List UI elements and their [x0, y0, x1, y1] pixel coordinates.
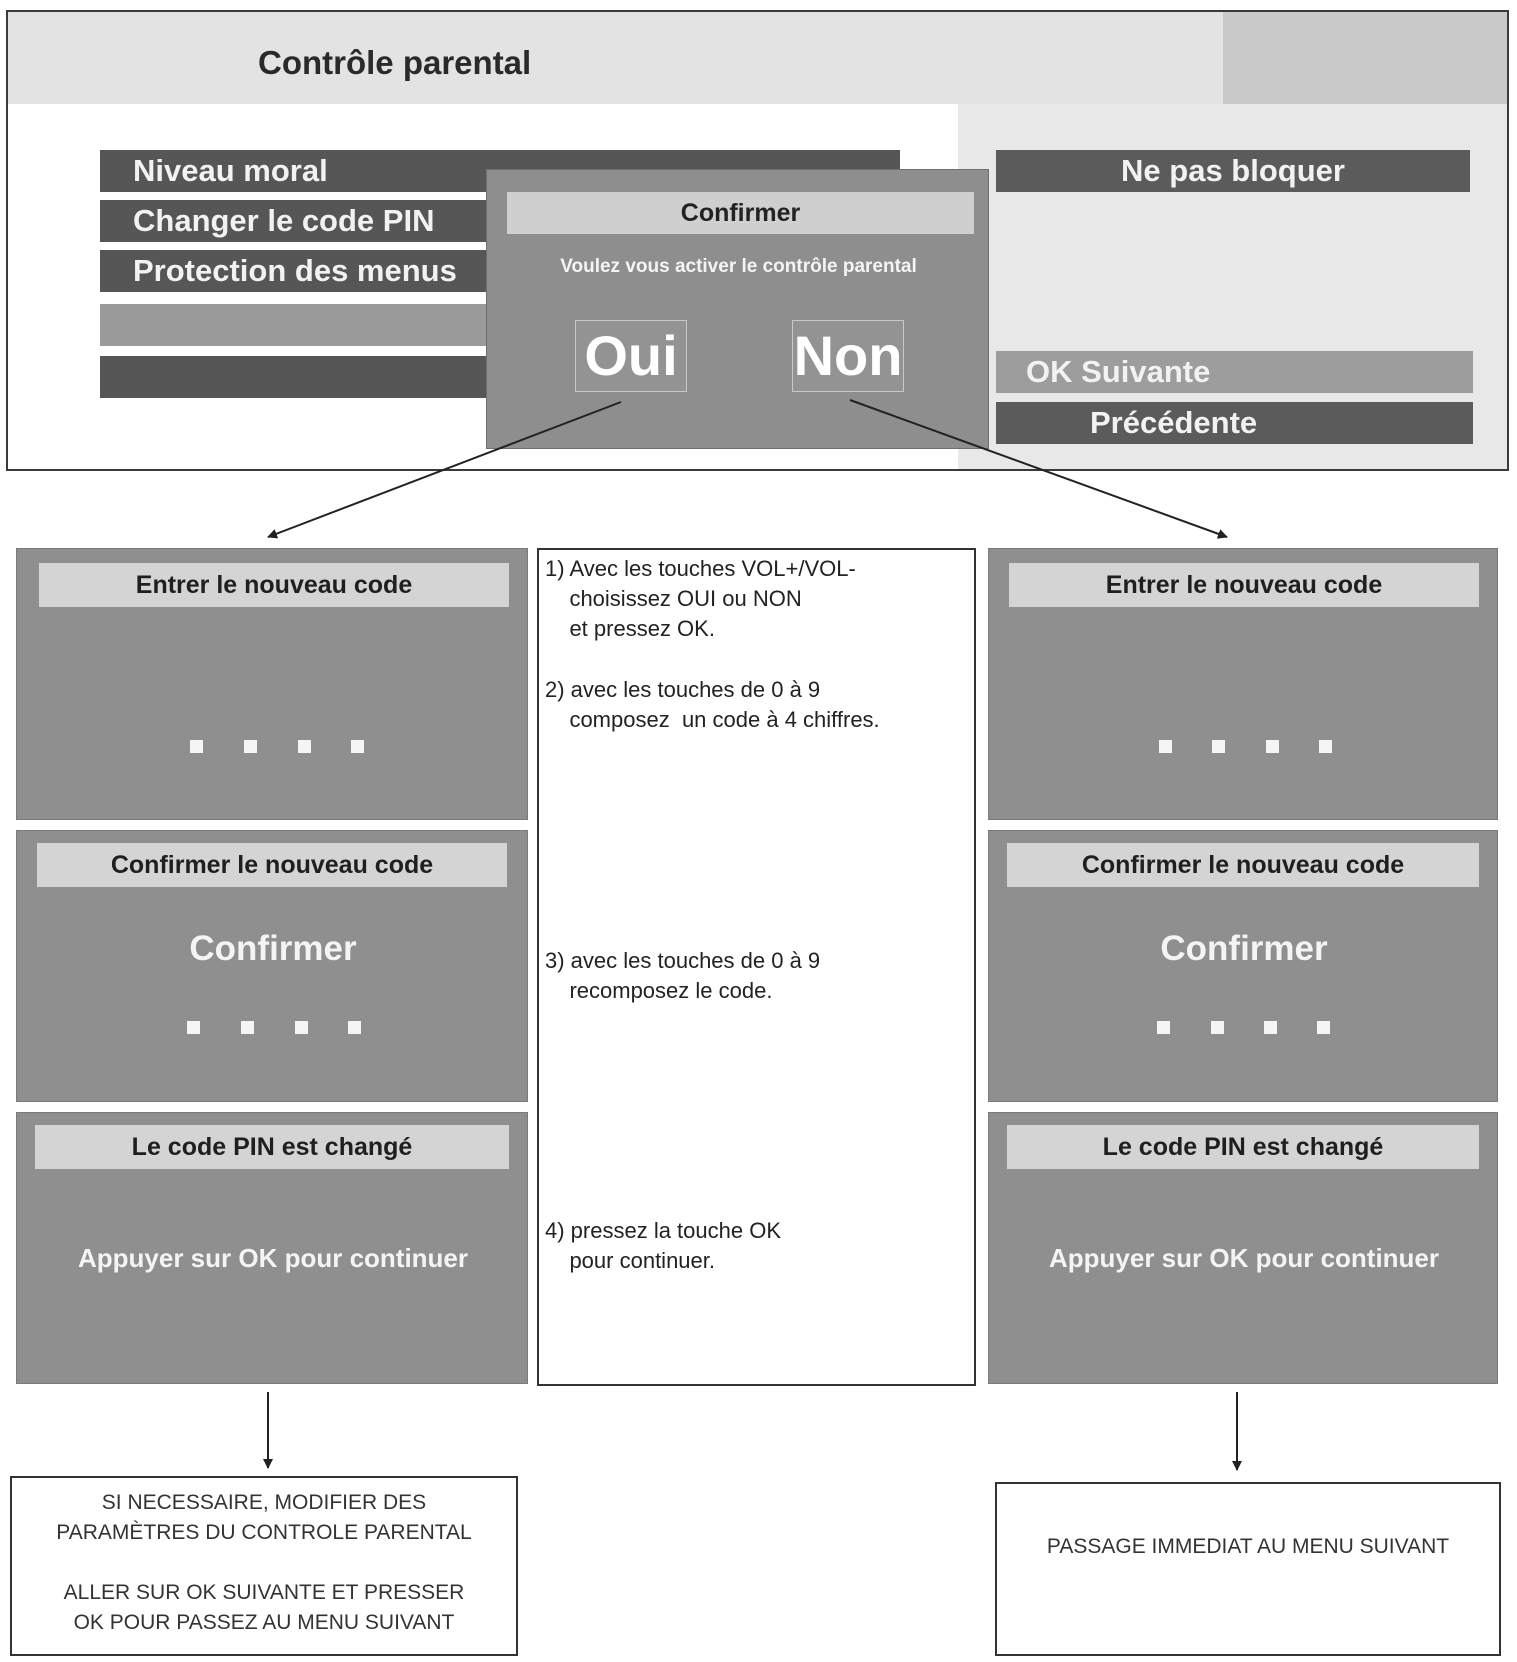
- menu-item-protection-menus[interactable]: Protection des menus: [100, 250, 490, 292]
- pin-digit-placeholder: [1157, 1021, 1170, 1034]
- left-result-box: SI NECESSAIRE, MODIFIER DES PARAMÈTRES D…: [10, 1476, 518, 1656]
- instructions-panel: 1) Avec les touches VOL+/VOL- choisissez…: [537, 548, 976, 1386]
- title-band-right: [1223, 12, 1507, 104]
- right-pin-changed-screen: Le code PIN est changé Appuyer sur OK po…: [988, 1112, 1498, 1384]
- menu-item-empty-1[interactable]: [100, 304, 490, 346]
- confirm-label: Confirmer: [1160, 929, 1328, 968]
- pin-digit-placeholder: [241, 1021, 254, 1034]
- instruction-step-3: 3) avec les touches de 0 à 9 recomposez …: [545, 948, 821, 1003]
- parental-control-screen: Contrôle parental Niveau moral Changer l…: [6, 10, 1509, 471]
- pin-digit-placeholder: [244, 740, 257, 753]
- menu-item-empty-2[interactable]: [100, 356, 490, 398]
- screen-title: Le code PIN est changé: [35, 1125, 509, 1169]
- confirm-dialog: Confirmer Voulez vous activer le contrôl…: [486, 169, 989, 449]
- previous-button[interactable]: Précédente: [996, 402, 1473, 444]
- screen-title: Le code PIN est changé: [1007, 1125, 1479, 1169]
- pin-digit-placeholder: [187, 1021, 200, 1034]
- right-confirm-code-screen: Confirmer le nouveau code Confirmer: [988, 830, 1498, 1102]
- right-enter-code-screen: Entrer le nouveau code: [988, 548, 1498, 820]
- left-result-text: SI NECESSAIRE, MODIFIER DES PARAMÈTRES D…: [56, 1491, 472, 1634]
- pin-digit-placeholder: [1317, 1021, 1330, 1034]
- instruction-step-4: 4) pressez la touche OK pour continuer.: [545, 1218, 782, 1273]
- no-button[interactable]: Non: [792, 320, 904, 392]
- left-enter-code-screen: Entrer le nouveau code: [16, 548, 528, 820]
- screen-title: Entrer le nouveau code: [1009, 563, 1479, 607]
- pin-digit-placeholder: [1211, 1021, 1224, 1034]
- arrow-non: [849, 399, 1228, 539]
- screen-title: Confirmer le nouveau code: [37, 843, 507, 887]
- blocking-value[interactable]: Ne pas bloquer: [996, 150, 1470, 192]
- menu-item-changer-code-pin[interactable]: Changer le code PIN: [100, 200, 490, 242]
- instruction-step-1: 1) Avec les touches VOL+/VOL- choisissez…: [545, 556, 856, 641]
- pin-digit-placeholder: [190, 740, 203, 753]
- left-pin-changed-screen: Le code PIN est changé Appuyer sur OK po…: [16, 1112, 528, 1384]
- continue-message: Appuyer sur OK pour continuer: [77, 1243, 469, 1273]
- pin-digit-placeholder: [1212, 740, 1225, 753]
- screen-title: Confirmer le nouveau code: [1007, 843, 1479, 887]
- pin-digit-placeholder: [298, 740, 311, 753]
- title-band: [8, 12, 1223, 104]
- yes-button[interactable]: Oui: [575, 320, 687, 392]
- pin-digit-placeholder: [1159, 740, 1172, 753]
- continue-message: Appuyer sur OK pour continuer: [1048, 1243, 1440, 1273]
- right-result-text: PASSAGE IMMEDIAT AU MENU SUIVANT: [1046, 1535, 1450, 1558]
- next-button[interactable]: OK Suivante: [996, 351, 1473, 393]
- pin-digit-placeholder: [351, 740, 364, 753]
- pin-digit-placeholder: [348, 1021, 361, 1034]
- pin-digit-placeholder: [1264, 1021, 1277, 1034]
- instruction-step-2: 2) avec les touches de 0 à 9 composez un…: [545, 677, 880, 732]
- right-result-box: PASSAGE IMMEDIAT AU MENU SUIVANT: [995, 1482, 1501, 1656]
- arrow-oui: [267, 401, 622, 539]
- dialog-title: Confirmer: [507, 192, 974, 234]
- page-title: Contrôle parental: [258, 44, 532, 81]
- screen-title: Entrer le nouveau code: [39, 563, 509, 607]
- pin-digit-placeholder: [295, 1021, 308, 1034]
- confirm-label: Confirmer: [189, 929, 357, 968]
- dialog-message: Voulez vous activer le contrôle parental: [560, 256, 917, 277]
- left-confirm-code-screen: Confirmer le nouveau code Confirmer: [16, 830, 528, 1102]
- pin-digit-placeholder: [1266, 740, 1279, 753]
- pin-digit-placeholder: [1319, 740, 1332, 753]
